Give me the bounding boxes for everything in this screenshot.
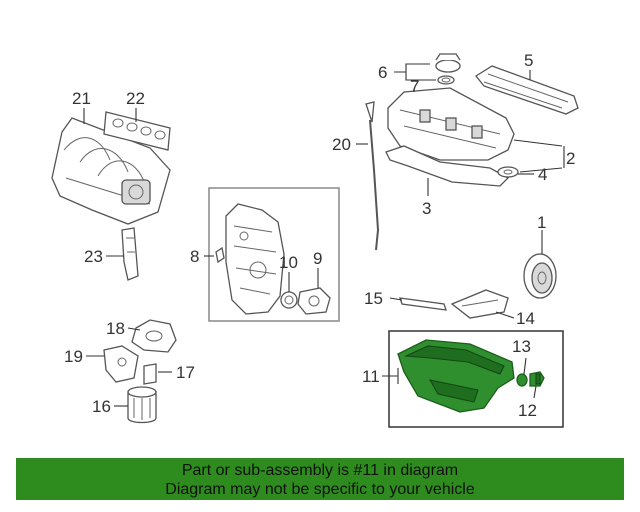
callout-1: 1 (537, 213, 546, 232)
leader-lines (83, 63, 565, 407)
callout-5: 5 (524, 51, 533, 70)
banner-line-1: Part or sub-assembly is #11 in diagram (181, 462, 459, 479)
part-oil-pan-11[interactable] (397, 339, 515, 413)
part-valve-cover-gasket[interactable] (385, 145, 510, 187)
part-washer-4[interactable] (497, 166, 519, 178)
callout-6: 6 (378, 63, 387, 82)
callout-21: 21 (72, 89, 91, 108)
part-mount-bracket[interactable] (103, 345, 139, 383)
part-crank-pulley[interactable] (523, 253, 557, 299)
callout-3: 3 (422, 199, 431, 218)
oil-pan-group-box (388, 330, 564, 428)
callout-20: 20 (332, 135, 351, 154)
part-timing-cover-gasket[interactable] (215, 246, 225, 264)
callout-16: 16 (92, 397, 111, 416)
callout-18: 18 (106, 319, 125, 338)
part-oil-pump-9[interactable] (297, 287, 331, 315)
part-oil-cap[interactable] (435, 53, 461, 73)
part-baffle-14[interactable] (450, 289, 509, 319)
part-small-mount[interactable] (143, 363, 157, 385)
info-banner: Part or sub-assembly is #11 in diagram D… (16, 458, 624, 500)
callout-labels: 21 22 23 8 10 9 20 6 7 5 2 4 3 1 15 14 1… (64, 51, 575, 420)
part-valve-cover[interactable] (387, 87, 515, 161)
part-timing-cover[interactable] (225, 203, 285, 315)
callout-4: 4 (538, 165, 547, 184)
callout-19: 19 (64, 347, 83, 366)
part-cap-seal[interactable] (437, 75, 455, 85)
callout-12: 12 (518, 401, 537, 420)
callout-10: 10 (279, 253, 298, 272)
callout-13: 13 (512, 337, 531, 356)
callout-17: 17 (176, 363, 195, 382)
part-drain-washer-13[interactable] (516, 373, 528, 387)
banner-line-2: Diagram may not be specific to your vehi… (165, 481, 475, 498)
callout-22: 22 (126, 89, 145, 108)
callout-8: 8 (190, 247, 199, 266)
callout-11: 11 (362, 367, 380, 386)
part-intake-manifold[interactable] (51, 117, 171, 225)
timing-cover-group-box (208, 187, 340, 322)
callout-23: 23 (84, 247, 103, 266)
part-manifold-bracket[interactable] (121, 227, 139, 281)
part-drain-bolt-12[interactable] (529, 371, 545, 387)
part-gasket-15[interactable] (399, 297, 447, 311)
part-seal-10[interactable] (280, 291, 298, 309)
part-oil-filter[interactable] (127, 386, 157, 424)
part-intake-gasket[interactable] (103, 111, 171, 151)
part-engine-cover[interactable] (475, 65, 579, 115)
callout-7: 7 (410, 77, 419, 96)
callout-14: 14 (516, 309, 535, 328)
part-engine-mount[interactable] (131, 319, 177, 353)
part-dipstick[interactable] (365, 101, 380, 251)
callout-9: 9 (313, 249, 322, 268)
callout-2: 2 (566, 149, 575, 168)
parts-diagram: 21 22 23 8 10 9 20 6 7 5 2 4 3 1 15 14 1… (51, 51, 579, 428)
callout-15: 15 (364, 289, 383, 308)
